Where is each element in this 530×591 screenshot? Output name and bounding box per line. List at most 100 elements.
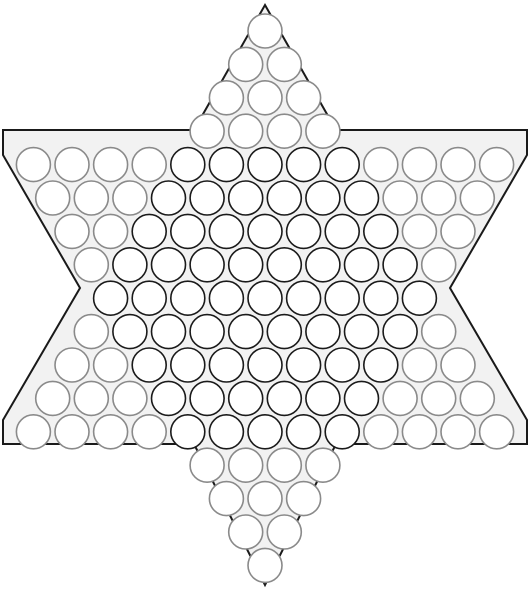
board-hole[interactable]	[189, 313, 225, 350]
board-hole[interactable]	[420, 180, 457, 216]
board-hole[interactable]	[227, 447, 264, 484]
board-hole[interactable]	[401, 347, 438, 383]
board-hole[interactable]	[324, 213, 361, 250]
board-hole[interactable]	[401, 413, 438, 450]
board-hole[interactable]	[324, 280, 361, 317]
board-hole[interactable]	[131, 213, 167, 250]
board-hole[interactable]	[266, 313, 303, 350]
board-hole[interactable]	[150, 313, 187, 350]
board-hole[interactable]	[227, 180, 264, 216]
board-hole[interactable]	[189, 180, 225, 216]
board-hole[interactable]	[285, 347, 322, 383]
board-hole[interactable]	[170, 280, 206, 317]
board-hole[interactable]	[92, 280, 129, 317]
board-hole[interactable]	[440, 146, 476, 183]
board-hole[interactable]	[112, 380, 148, 417]
board-hole[interactable]	[478, 413, 515, 450]
board-hole[interactable]	[247, 280, 283, 317]
board-hole[interactable]	[54, 347, 90, 383]
board-hole[interactable]	[285, 280, 322, 317]
board-hole[interactable]	[285, 213, 322, 250]
board-hole[interactable]	[112, 313, 148, 350]
board-hole[interactable]	[92, 347, 129, 383]
board-hole[interactable]	[247, 547, 283, 584]
board-hole[interactable]	[15, 146, 52, 183]
board-hole[interactable]	[34, 180, 71, 216]
board-hole[interactable]	[324, 146, 361, 183]
board-hole[interactable]	[285, 480, 322, 517]
board-hole[interactable]	[305, 246, 341, 283]
board-hole[interactable]	[92, 146, 129, 183]
board-hole[interactable]	[247, 480, 283, 517]
board-hole[interactable]	[382, 180, 418, 216]
board-hole[interactable]	[189, 246, 225, 283]
board-hole[interactable]	[324, 413, 361, 450]
board-hole[interactable]	[440, 347, 476, 383]
board-hole[interactable]	[227, 514, 264, 550]
board-hole[interactable]	[401, 146, 438, 183]
board-hole[interactable]	[131, 347, 167, 383]
board-hole[interactable]	[150, 246, 187, 283]
board-hole[interactable]	[131, 413, 167, 450]
board-hole[interactable]	[131, 146, 167, 183]
board-hole[interactable]	[382, 313, 418, 350]
board-hole[interactable]	[266, 514, 303, 550]
board-hole[interactable]	[150, 180, 187, 216]
board-hole[interactable]	[189, 447, 225, 484]
board-hole[interactable]	[170, 213, 206, 250]
board-hole[interactable]	[478, 146, 515, 183]
board-hole[interactable]	[112, 180, 148, 216]
board-hole[interactable]	[208, 213, 245, 250]
board-hole[interactable]	[420, 380, 457, 417]
board-hole[interactable]	[343, 246, 380, 283]
board-hole[interactable]	[420, 313, 457, 350]
board-hole[interactable]	[73, 313, 110, 350]
board-hole[interactable]	[362, 146, 399, 183]
board-hole[interactable]	[73, 246, 110, 283]
board-hole[interactable]	[401, 213, 438, 250]
board-hole[interactable]	[285, 413, 322, 450]
board-hole[interactable]	[440, 213, 476, 250]
board-hole[interactable]	[208, 347, 245, 383]
board-hole[interactable]	[227, 246, 264, 283]
board-hole[interactable]	[343, 180, 380, 216]
board-hole[interactable]	[305, 113, 341, 149]
board-hole[interactable]	[208, 80, 245, 116]
board-hole[interactable]	[459, 380, 496, 417]
board-hole[interactable]	[266, 180, 303, 216]
board-hole[interactable]	[227, 113, 264, 149]
board-hole[interactable]	[208, 413, 245, 450]
board-hole[interactable]	[189, 380, 225, 417]
board-hole[interactable]	[266, 246, 303, 283]
board-hole[interactable]	[170, 413, 206, 450]
board-hole[interactable]	[150, 380, 187, 417]
board-hole[interactable]	[92, 213, 129, 250]
board-hole[interactable]	[54, 413, 90, 450]
board-hole[interactable]	[112, 246, 148, 283]
board-hole[interactable]	[247, 13, 283, 49]
board-hole[interactable]	[247, 413, 283, 450]
board-hole[interactable]	[247, 213, 283, 250]
board-hole[interactable]	[208, 280, 245, 317]
board-hole[interactable]	[401, 280, 438, 317]
board-hole[interactable]	[247, 347, 283, 383]
board-hole[interactable]	[266, 113, 303, 149]
board-hole[interactable]	[382, 380, 418, 417]
board-hole[interactable]	[227, 313, 264, 350]
board-hole[interactable]	[324, 347, 361, 383]
board-hole[interactable]	[227, 46, 264, 83]
board-hole[interactable]	[170, 347, 206, 383]
board-hole[interactable]	[208, 146, 245, 183]
board-hole[interactable]	[420, 246, 457, 283]
board-hole[interactable]	[208, 480, 245, 517]
board-hole[interactable]	[440, 413, 476, 450]
board-hole[interactable]	[227, 380, 264, 417]
board-hole[interactable]	[343, 313, 380, 350]
board-hole[interactable]	[382, 246, 418, 283]
board-hole[interactable]	[266, 380, 303, 417]
board-hole[interactable]	[305, 180, 341, 216]
board-hole[interactable]	[266, 447, 303, 484]
board-hole[interactable]	[131, 280, 167, 317]
board-hole[interactable]	[54, 213, 90, 250]
board-hole[interactable]	[362, 347, 399, 383]
